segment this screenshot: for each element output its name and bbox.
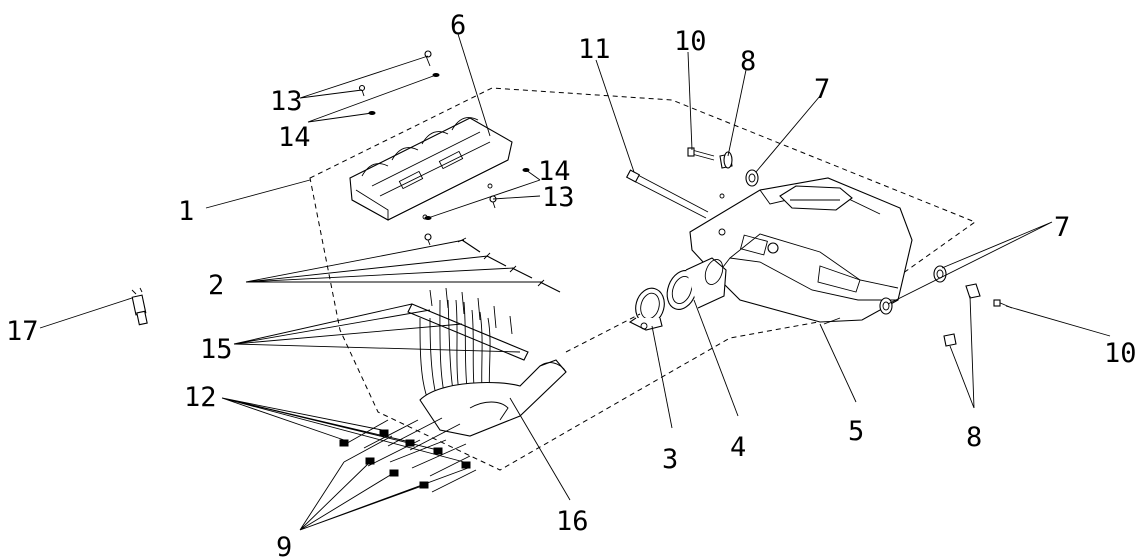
callout-10-upper: 10 — [674, 26, 707, 57]
callout-14-upper: 14 — [278, 122, 311, 153]
callout-16: 16 — [556, 506, 589, 537]
sensor-part — [131, 287, 148, 326]
callout-15: 15 — [200, 334, 233, 365]
upper-mount-fasteners — [687, 147, 759, 187]
callout-8-upper: 8 — [740, 46, 756, 77]
heat-shield-cover — [349, 117, 513, 221]
airbox-housing — [689, 177, 913, 325]
long-bolt — [625, 169, 709, 219]
callout-8-lower: 8 — [966, 422, 982, 453]
callout-13-right: 13 — [542, 182, 575, 213]
callout-1: 1 — [178, 196, 194, 227]
callout-13-upper: 13 — [270, 86, 303, 117]
intake-boot — [666, 257, 727, 310]
callout-6: 6 — [450, 10, 466, 41]
callout-2: 2 — [208, 270, 224, 301]
hose-clamp — [628, 287, 665, 331]
callout-10-right: 10 — [1104, 338, 1137, 369]
callout-labels: 1 2 3 4 5 6 7 7 8 8 9 10 10 11 12 13 13 … — [6, 10, 1137, 560]
intake-manifold-assembly — [339, 287, 567, 493]
assembly-boundary-dashed — [309, 87, 977, 471]
alignment-centerline — [565, 313, 641, 353]
callout-4: 4 — [730, 432, 746, 463]
callout-12: 12 — [184, 382, 217, 413]
callout-14-right: 14 — [538, 156, 571, 187]
callout-3: 3 — [662, 444, 678, 475]
cover-bolts — [457, 237, 561, 293]
callout-9: 9 — [276, 532, 292, 560]
callout-7-right: 7 — [1054, 212, 1070, 243]
callout-11: 11 — [578, 34, 611, 65]
callout-17: 17 — [6, 316, 39, 347]
callout-5: 5 — [848, 416, 864, 447]
side-mount-fasteners — [879, 265, 1013, 347]
callout-7-upper: 7 — [814, 74, 830, 105]
leader-lines — [39, 33, 1111, 531]
